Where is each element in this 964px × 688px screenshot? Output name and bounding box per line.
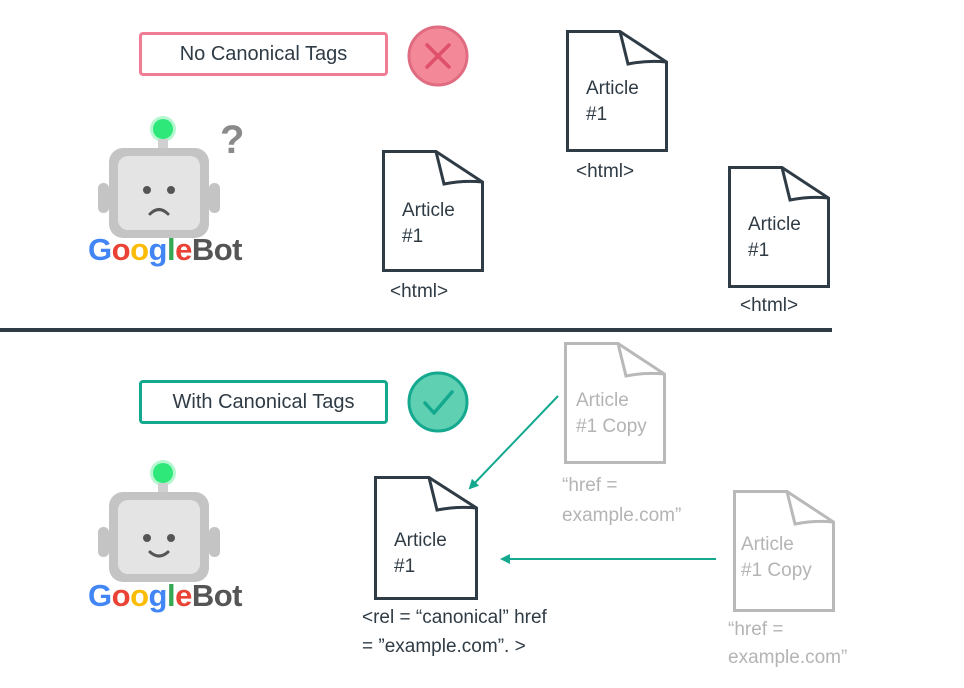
document-article-1: Article #1 bbox=[382, 150, 484, 272]
with-canonical-tags-text: With Canonical Tags bbox=[172, 390, 355, 413]
gb-letter: g bbox=[148, 232, 168, 267]
gb-letter: g bbox=[148, 578, 168, 613]
question-mark: ? bbox=[220, 118, 245, 162]
gb-letter: o bbox=[111, 578, 131, 613]
copy-caption-line2: example.com” bbox=[562, 505, 682, 526]
document-caption: <html> bbox=[740, 295, 799, 316]
canonical-document: Article #1 bbox=[374, 476, 478, 600]
document-title: Article bbox=[402, 200, 455, 221]
no-canonical-tags-text: No Canonical Tags bbox=[179, 42, 348, 65]
gb-letter: B bbox=[191, 232, 214, 267]
document-caption: <html> bbox=[576, 161, 635, 182]
gb-letter: e bbox=[175, 232, 192, 267]
canonical-caption-line1: <rel = “canonical” href bbox=[362, 607, 547, 628]
googlebot-robot-happy bbox=[98, 460, 220, 582]
gb-letter: l bbox=[166, 578, 176, 613]
document-icon bbox=[374, 476, 478, 600]
gb-letter: G bbox=[88, 232, 112, 267]
document-title: Article bbox=[748, 214, 801, 235]
document-title: Article bbox=[394, 530, 447, 551]
document-icon bbox=[564, 342, 666, 464]
gb-letter: o bbox=[213, 232, 233, 267]
document-article-3: Article #1 bbox=[728, 166, 830, 288]
no-canonical-tags-label: No Canonical Tags bbox=[139, 32, 388, 76]
document-icon bbox=[566, 30, 668, 152]
googlebot-robot-sad bbox=[98, 116, 220, 238]
document-number: #1 bbox=[402, 226, 424, 247]
document-number: #1 bbox=[586, 104, 608, 125]
document-title: Article bbox=[586, 78, 639, 99]
copy-caption-line1: “href = bbox=[728, 619, 784, 640]
canonical-caption-line2: = ”example.com”. > bbox=[362, 636, 526, 657]
copy-document-2: Article #1 Copy bbox=[733, 490, 835, 612]
copy-caption-line2: example.com” bbox=[728, 647, 848, 668]
gb-letter: o bbox=[130, 232, 149, 267]
gb-letter: B bbox=[191, 578, 214, 613]
gb-letter: t bbox=[232, 578, 242, 613]
x-circle-icon bbox=[407, 25, 469, 87]
document-number: #1 bbox=[748, 240, 770, 261]
gb-letter: o bbox=[213, 578, 233, 613]
document-caption: <html> bbox=[390, 281, 449, 302]
gb-letter: t bbox=[232, 232, 242, 267]
with-canonical-tags-label: With Canonical Tags bbox=[139, 380, 388, 424]
gb-letter: o bbox=[111, 232, 131, 267]
document-icon bbox=[733, 490, 835, 612]
gb-letter: e bbox=[175, 578, 192, 613]
document-title: Article bbox=[741, 534, 794, 555]
document-number: #1 Copy bbox=[576, 416, 647, 437]
arrow-copy1-to-canonical bbox=[468, 395, 559, 490]
check-circle-icon bbox=[407, 371, 469, 433]
copy-caption-line1: “href = bbox=[562, 475, 618, 496]
document-article-2: Article #1 bbox=[566, 30, 668, 152]
googlebot-wordmark-bottom: GoogleBot bbox=[88, 578, 242, 614]
googlebot-wordmark-top: GoogleBot bbox=[88, 232, 242, 268]
copy-document-1: Article #1 Copy bbox=[564, 342, 666, 464]
section-divider bbox=[0, 328, 832, 332]
document-number: #1 bbox=[394, 556, 416, 577]
gb-letter: l bbox=[166, 232, 176, 267]
document-icon bbox=[728, 166, 830, 288]
gb-letter: G bbox=[88, 578, 112, 613]
document-title: Article bbox=[576, 390, 629, 411]
gb-letter: o bbox=[130, 578, 149, 613]
document-icon bbox=[382, 150, 484, 272]
document-number: #1 Copy bbox=[741, 560, 812, 581]
